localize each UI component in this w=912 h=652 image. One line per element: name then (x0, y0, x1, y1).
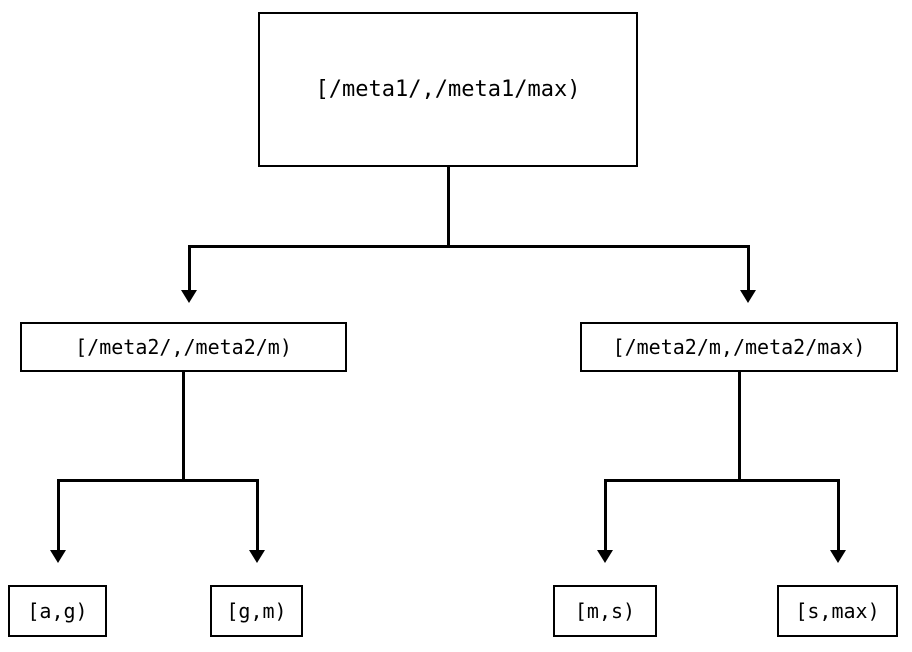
edge-mid-right-to-leaf3-drop (604, 479, 607, 552)
edge-mid-left-bus (58, 479, 258, 482)
node-leaf-gm[interactable]: [g,m) (210, 585, 303, 637)
arrowhead-to-leaf-smax-icon (830, 550, 846, 563)
arrowhead-root-to-mid-left-icon (181, 290, 197, 303)
node-leaf-smax-label: [s,max) (795, 599, 880, 623)
node-root[interactable]: [/meta1/,/meta1/max) (258, 12, 638, 167)
node-leaf-ms-label: [m,s) (574, 599, 636, 623)
node-leaf-gm-label: [g,m) (226, 599, 287, 623)
arrowhead-to-leaf-gm-icon (249, 550, 265, 563)
node-leaf-ag-label: [a,g) (27, 599, 88, 623)
node-leaf-smax[interactable]: [s,max) (777, 585, 898, 637)
node-leaf-ms[interactable]: [m,s) (553, 585, 657, 637)
arrowhead-root-to-mid-right-icon (740, 290, 756, 303)
node-meta2-upper[interactable]: [/meta2/m,/meta2/max) (580, 322, 898, 372)
edge-root-bus (189, 245, 750, 248)
edge-root-to-mid-left-drop (188, 245, 191, 292)
node-leaf-ag[interactable]: [a,g) (8, 585, 107, 637)
edge-mid-right-stem (738, 372, 741, 482)
arrowhead-to-leaf-ms-icon (597, 550, 613, 563)
node-meta2-upper-label: [/meta2/m,/meta2/max) (612, 335, 866, 359)
edge-root-stem (447, 167, 450, 247)
edge-mid-left-to-leaf1-drop (57, 479, 60, 552)
node-meta2-lower[interactable]: [/meta2/,/meta2/m) (20, 322, 347, 372)
node-root-label: [/meta1/,/meta1/max) (315, 76, 581, 102)
edge-mid-right-bus (605, 479, 839, 482)
node-meta2-lower-label: [/meta2/,/meta2/m) (75, 335, 292, 359)
edge-mid-left-stem (182, 372, 185, 482)
arrowhead-to-leaf-ag-icon (50, 550, 66, 563)
edge-mid-left-to-leaf2-drop (256, 479, 259, 552)
edge-mid-right-to-leaf4-drop (837, 479, 840, 552)
edge-root-to-mid-right-drop (747, 245, 750, 292)
